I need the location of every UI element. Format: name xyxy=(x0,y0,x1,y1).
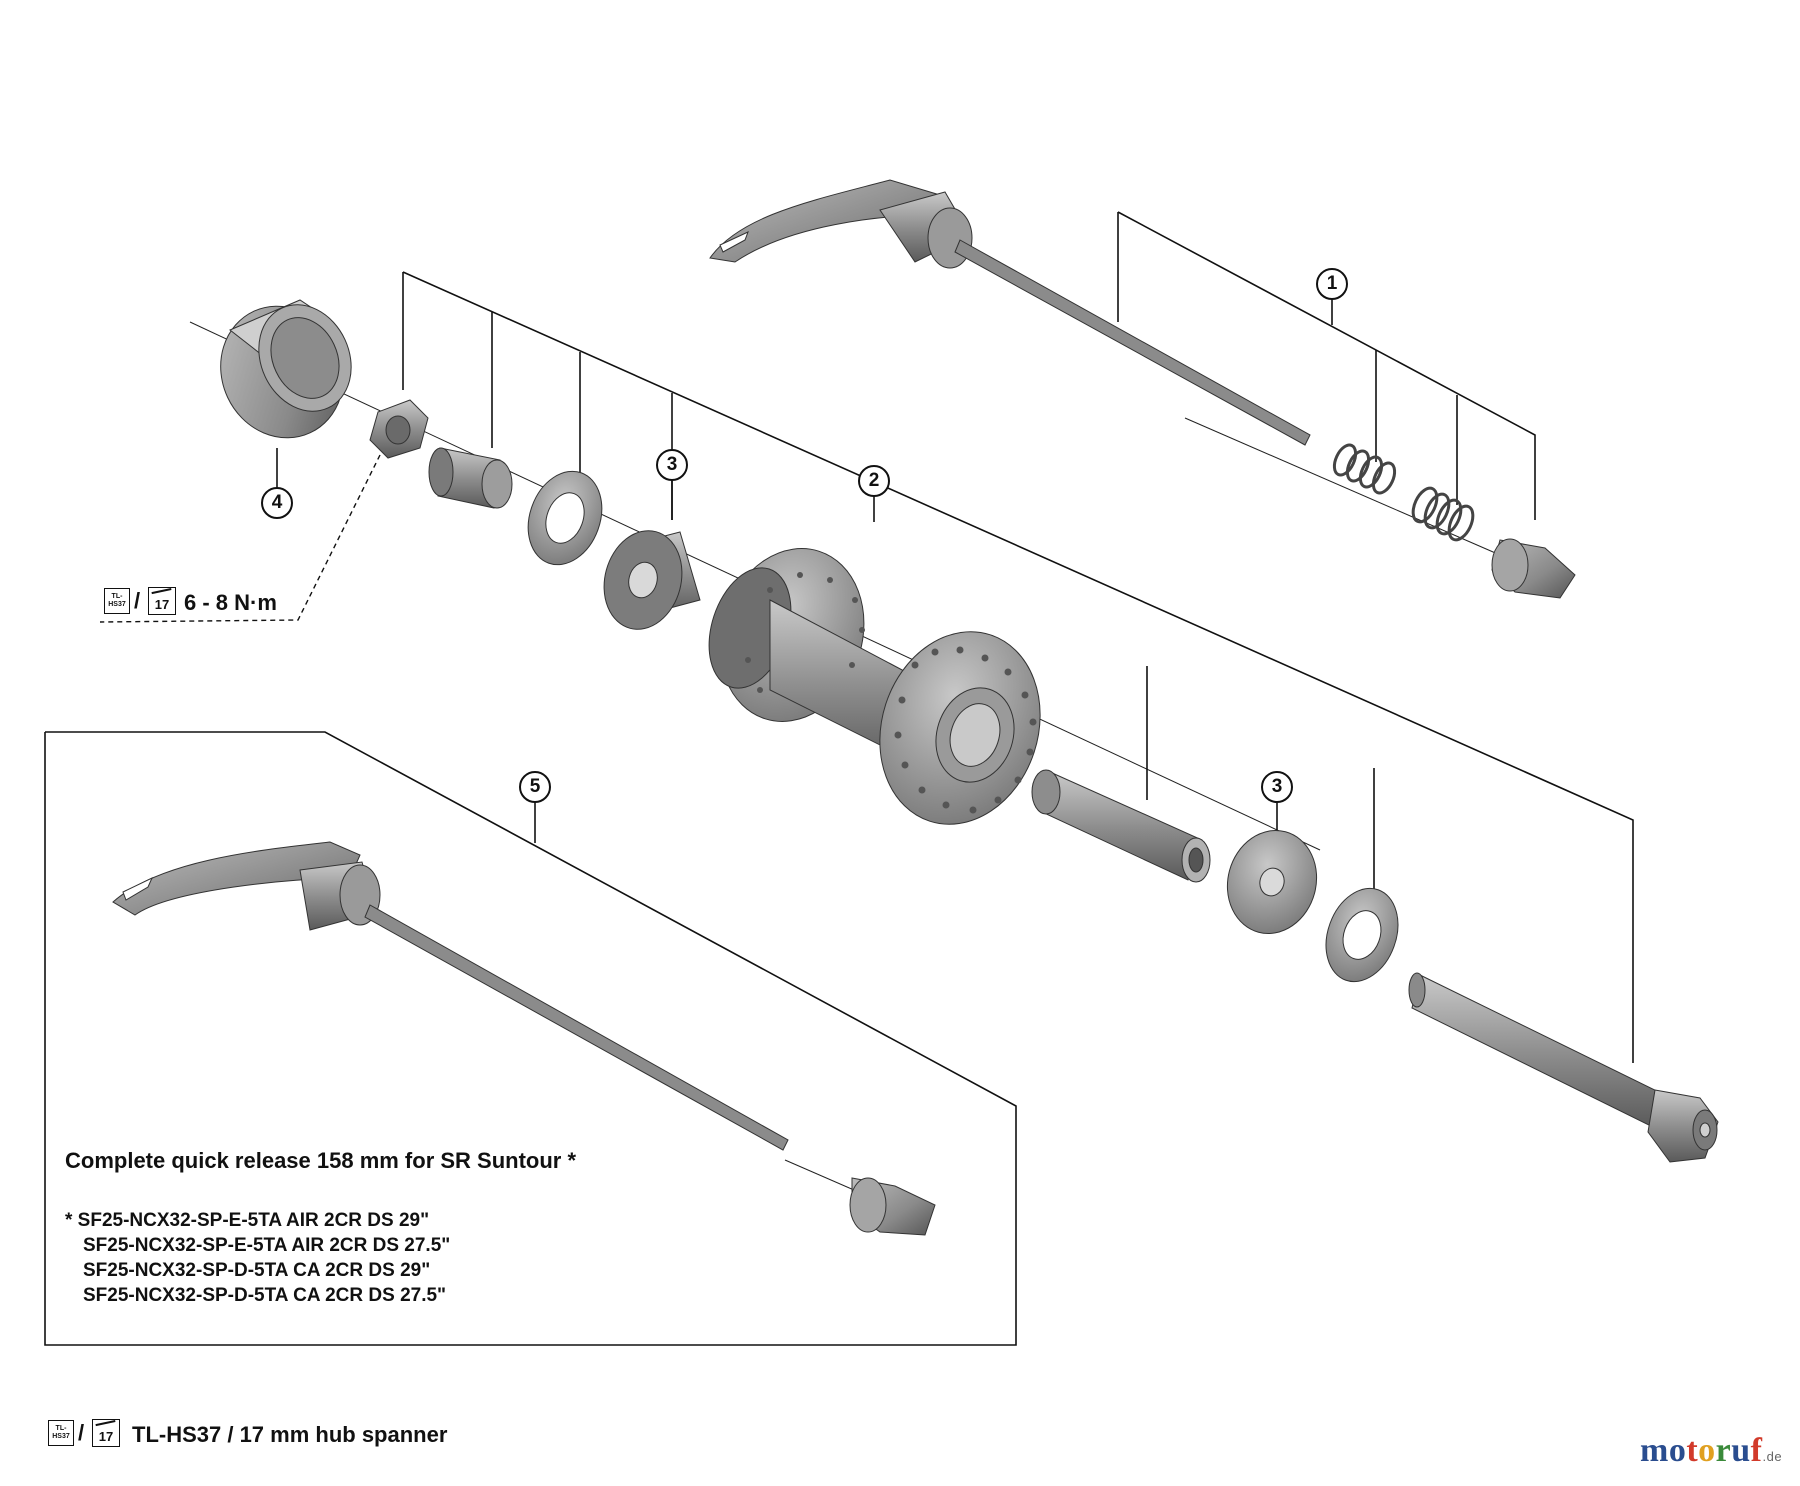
part-qr-nut-top xyxy=(1491,538,1576,599)
part-qr-skewer-top xyxy=(709,179,1311,446)
part-spacer-long xyxy=(1031,769,1211,883)
hub-spanner-tool-icon: TL- HS37 xyxy=(104,588,130,614)
watermark-letter: f xyxy=(1750,1432,1763,1469)
inset-model-2: SF25-NCX32-SP-E-5TA AIR 2CR DS 27.5" xyxy=(83,1235,451,1256)
part-qr-nut-inset xyxy=(849,1177,936,1236)
legend-separator: / xyxy=(78,1420,85,1445)
axis-line-qr xyxy=(1184,417,1501,556)
bracket-part1-top xyxy=(1117,211,1536,520)
inset-model-3: SF25-NCX32-SP-D-5TA CA 2CR DS 29" xyxy=(83,1260,431,1281)
callout-part3b: 3 xyxy=(1261,771,1293,803)
legend-wrench-size: 17 xyxy=(98,1429,114,1444)
legend-hub-spanner-icon: TL- HS37 xyxy=(48,1420,74,1446)
part-bearing-right xyxy=(1226,829,1318,935)
part-bearing-left xyxy=(603,530,701,630)
watermark-letter: o xyxy=(1668,1432,1687,1469)
motoruf-watermark-logo: motoruf.de xyxy=(1640,1432,1782,1470)
part-axle xyxy=(1408,972,1719,1163)
callout-part4: 4 xyxy=(261,487,293,519)
legend-text: TL-HS37 / 17 mm hub spanner xyxy=(132,1422,448,1447)
hub-bolt-holes xyxy=(745,572,1037,814)
callout-part2: 2 xyxy=(858,465,890,497)
torque-separator: / xyxy=(134,588,141,613)
part-spacer-short xyxy=(428,447,513,509)
torque-value: 6 - 8 N·m xyxy=(184,590,277,615)
callout-part1: 1 xyxy=(1316,268,1348,300)
inset-title: Complete quick release 158 mm for SR Sun… xyxy=(65,1148,577,1173)
part-spring-2 xyxy=(1411,486,1475,542)
wrench-17-icon: 17 xyxy=(148,587,176,615)
inset-model-4: SF25-NCX32-SP-D-5TA CA 2CR DS 27.5" xyxy=(83,1285,447,1306)
watermark-letter: u xyxy=(1731,1432,1751,1469)
part-locknut xyxy=(369,399,429,459)
watermark-suffix: .de xyxy=(1762,1449,1783,1464)
callout-part3a: 3 xyxy=(656,449,688,481)
wrench-size: 17 xyxy=(154,597,170,612)
part-hub-body xyxy=(708,548,1041,825)
part-qr-skewer-inset xyxy=(112,841,789,1151)
torque-leader xyxy=(99,454,381,623)
callout-part5: 5 xyxy=(519,771,551,803)
bracket-part5 xyxy=(44,731,1017,1346)
inset-model-1: * SF25-NCX32-SP-E-5TA AIR 2CR DS 29" xyxy=(65,1210,430,1231)
part-washer-right xyxy=(1325,887,1399,983)
watermark-letter: m xyxy=(1640,1432,1669,1469)
watermark-letter: t xyxy=(1686,1432,1699,1469)
part-spring-1 xyxy=(1332,443,1397,495)
bracket-part2-top xyxy=(402,271,1634,1063)
watermark-letter: r xyxy=(1715,1432,1732,1469)
part-washer-left xyxy=(527,470,603,566)
watermark-letters: motoruf xyxy=(1640,1432,1763,1469)
legend-wrench-17-icon: 17 xyxy=(92,1419,120,1447)
part-cap xyxy=(220,299,352,439)
watermark-letter: o xyxy=(1698,1432,1716,1469)
